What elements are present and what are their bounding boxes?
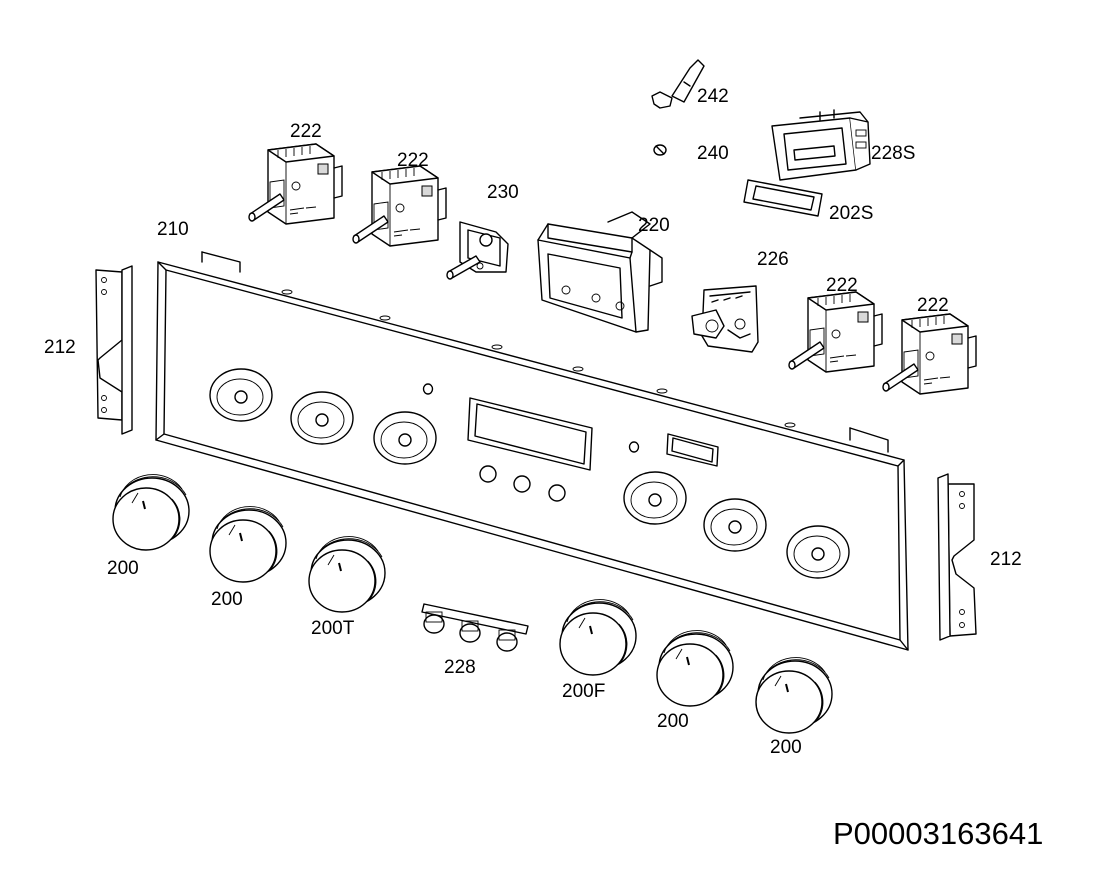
push-button-strip (421, 603, 529, 652)
thermostat (691, 285, 759, 353)
label-212: 212 (990, 549, 1022, 570)
lamp-bulb (653, 144, 667, 156)
label-210: 210 (157, 219, 189, 240)
energy-regulator (882, 313, 977, 395)
energy-regulator (248, 143, 343, 225)
label-222: 222 (917, 295, 949, 316)
label-200: 200 (107, 558, 139, 579)
label-230: 230 (487, 182, 519, 203)
lamp-holder (651, 59, 705, 109)
label-242: 242 (697, 86, 729, 107)
label-200t: 200T (311, 618, 355, 639)
control-knob (559, 598, 637, 676)
label-220: 220 (638, 215, 670, 236)
panel-hole (373, 411, 437, 465)
control-knob (755, 656, 833, 734)
selector-switch (446, 221, 509, 280)
control-knob (656, 629, 734, 707)
document-id: P00003163641 (833, 816, 1043, 851)
label-200: 200 (657, 711, 689, 732)
side-bracket-right (937, 473, 977, 641)
control-knob (308, 535, 386, 613)
label-200f: 200F (562, 681, 605, 702)
panel-hole (703, 498, 767, 552)
panel-hole (290, 391, 354, 445)
label-222: 222 (290, 121, 322, 142)
timer-module (537, 211, 663, 333)
energy-regulator (788, 291, 883, 373)
label-200: 200 (770, 737, 802, 758)
control-knob (209, 505, 287, 583)
label-200: 200 (211, 589, 243, 610)
front-control-panel (155, 251, 909, 651)
control-knob (112, 473, 190, 551)
panel-hole (623, 471, 687, 525)
panel-hole (209, 368, 273, 422)
label-202s: 202S (829, 203, 873, 224)
label-226: 226 (757, 249, 789, 270)
label-240: 240 (697, 143, 729, 164)
label-222: 222 (397, 150, 429, 171)
label-228: 228 (444, 657, 476, 678)
energy-regulator (352, 165, 447, 247)
side-bracket-left (95, 265, 133, 435)
frame-202s (743, 179, 823, 217)
label-228s: 228S (871, 143, 915, 164)
label-222: 222 (826, 275, 858, 296)
panel-hole (786, 525, 850, 579)
label-212: 212 (44, 337, 76, 358)
switch-228s (771, 109, 871, 181)
